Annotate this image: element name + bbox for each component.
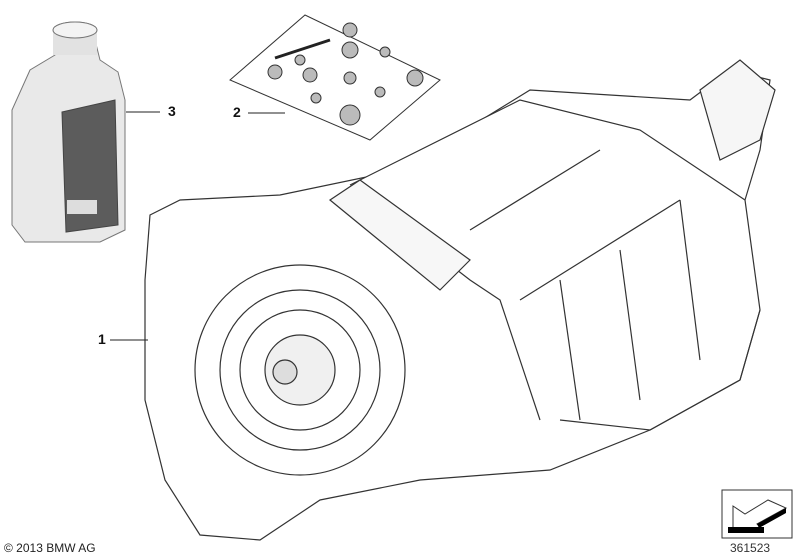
bolt-kit[interactable] (229, 14, 441, 141)
diagram-number: 361523 (730, 541, 771, 555)
callout-2[interactable]: 2 (233, 104, 241, 120)
back-arrow-icon[interactable] (721, 489, 793, 539)
transmission[interactable] (144, 59, 776, 541)
callout-1[interactable]: 1 (98, 331, 106, 347)
copyright: © 2013 BMW AG (4, 541, 96, 555)
oil-bottle[interactable] (11, 21, 126, 243)
callout-3[interactable]: 3 (168, 103, 176, 119)
